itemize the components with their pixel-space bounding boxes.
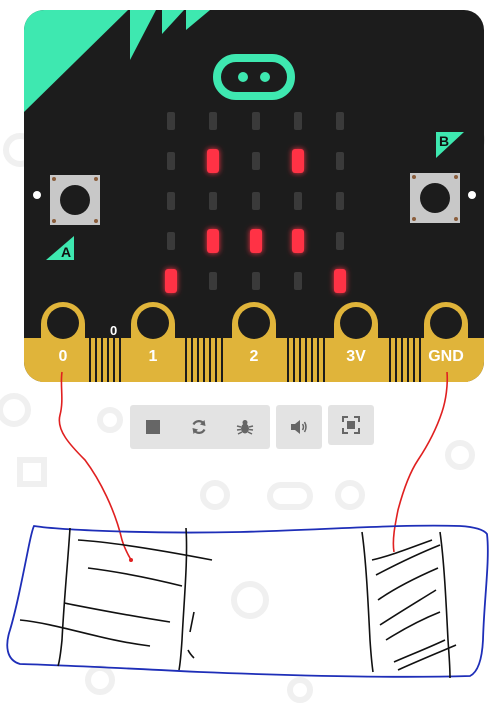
pin-pingnd[interactable] [424,302,468,382]
mute-button[interactable] [276,405,322,449]
led-r3-c1 [207,229,219,253]
microbit-logo [213,54,295,100]
led-r4-c2 [252,272,260,290]
restart-button[interactable] [176,405,222,449]
pin-pin0[interactable] [41,302,85,382]
led-r3-c4 [336,232,344,250]
pin-label-1: 1 [148,348,158,365]
led-r0-c0 [167,112,175,130]
led-r4-c3 [294,272,302,290]
led-r2-c2 [252,192,260,210]
black-sketch-lines [19,527,457,679]
led-r0-c3 [294,112,302,130]
pin-pin2[interactable] [232,302,276,382]
led-r3-c0 [167,232,175,250]
button-a[interactable] [50,175,100,225]
led-r1-c4 [336,152,344,170]
toolbar-screenshot-group [328,405,374,445]
pin-label-0: 0 [58,348,68,365]
pin-label-gnd: GND [428,348,464,365]
led-r4-c0 [165,269,177,293]
led-r2-c4 [336,192,344,210]
led-r2-c0 [167,192,175,210]
led-matrix [165,112,346,293]
led-r4-c4 [334,269,346,293]
microbit-board: A B 0 0 1 2 3V GND [24,10,484,382]
button-a-label: A [61,244,72,260]
toolbar-mute-group [276,405,322,449]
stop-icon [146,420,160,434]
restart-icon [192,420,206,434]
pin0-value: 0 [110,323,118,338]
led-r0-c2 [252,112,260,130]
led-r0-c1 [209,112,217,130]
pin-pin1[interactable] [131,302,175,382]
led-r2-c1 [209,192,217,210]
led-r3-c2 [250,229,262,253]
pin-pin3v[interactable] [334,302,378,382]
speaker-icon [291,420,307,434]
led-r2-c3 [294,192,302,210]
blue-outline [6,524,489,678]
pin-label-3v: 3V [346,348,366,365]
toolbar-main-group [130,405,270,449]
button-b[interactable] [410,173,460,223]
debug-button[interactable] [222,405,268,449]
bug-icon [236,420,254,435]
led-r0-c4 [336,112,344,130]
led-r1-c3 [292,149,304,173]
corner-accent [24,10,128,112]
pin-label-2: 2 [249,348,259,365]
red-wires [58,371,449,561]
stop-button[interactable] [130,405,176,449]
button-b-label: B [439,133,450,149]
board-graphic [24,10,484,382]
led-r1-c1 [207,149,219,173]
led-r4-c1 [209,272,217,290]
button-b-tag [436,132,464,158]
screenshot-icon [342,416,360,434]
button-a-tag [46,236,74,260]
led-r1-c2 [252,152,260,170]
led-r3-c3 [292,229,304,253]
led-r1-c0 [167,152,175,170]
screenshot-button[interactable] [328,405,374,445]
